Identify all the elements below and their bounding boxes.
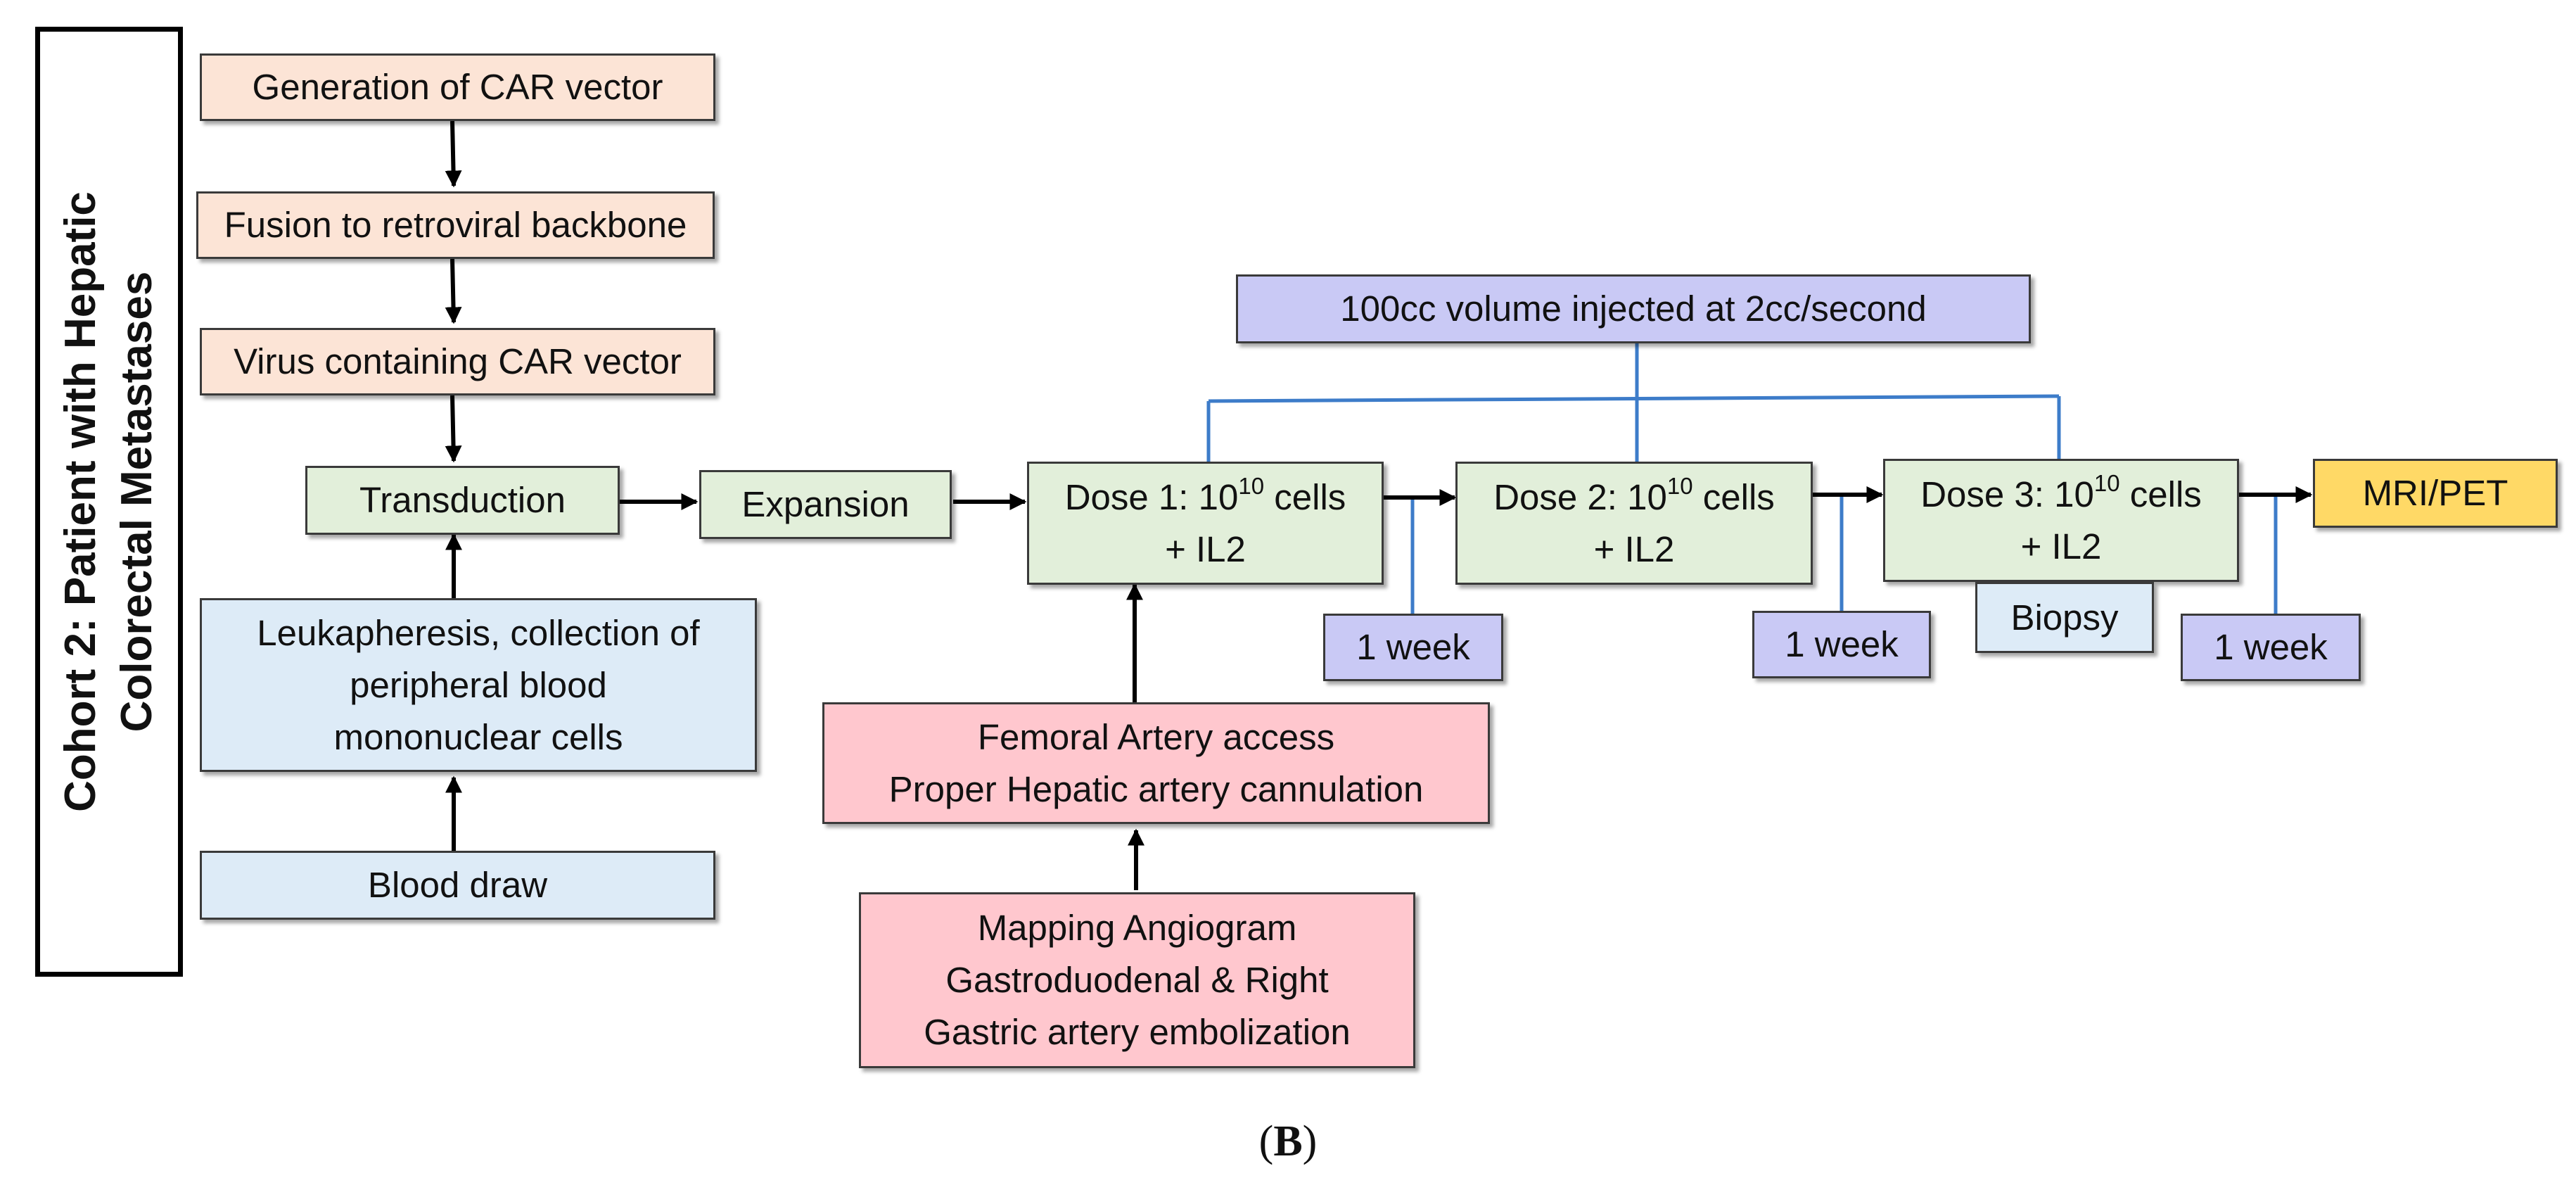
leukapheresis-box: Leukapheresis, collection of peripheral … — [200, 598, 757, 772]
dose1-prefix: Dose 1: 10 — [1064, 476, 1239, 517]
car-vector-label: Generation of CAR vector — [252, 67, 663, 107]
week-ticks — [1410, 495, 2278, 614]
dose2-line1: Dose 2: 1010 cells — [1493, 471, 1775, 524]
dose3-line2: + IL2 — [2020, 526, 2102, 566]
biopsy-box: Biopsy — [1975, 582, 2154, 653]
dose2-exponent: 10 — [1666, 472, 1693, 499]
expansion-box: Expansion — [699, 470, 952, 539]
flow-arrows — [445, 120, 2313, 890]
dose1-suffix: cells — [1264, 476, 1346, 517]
arrow-car-to-fusion — [445, 120, 462, 188]
week3-label: 1 week — [2214, 627, 2328, 667]
dose3-box: Dose 3: 1010 cells + IL2 — [1883, 459, 2239, 582]
caption-open: ( — [1258, 1117, 1274, 1165]
transduction-label: Transduction — [359, 480, 566, 520]
dose1-line1: Dose 1: 1010 cells — [1065, 471, 1346, 524]
week2-label: 1 week — [1785, 624, 1899, 664]
mapping-box: Mapping Angiogram Gastroduodenal & Right… — [859, 892, 1415, 1068]
dose3-prefix: Dose 3: 10 — [1920, 474, 2094, 514]
caption-letter: B — [1273, 1117, 1303, 1165]
week1-label: 1 week — [1356, 627, 1470, 667]
transduction-box: Transduction — [305, 466, 620, 535]
mapping-line1: Mapping Angiogram — [977, 908, 1297, 948]
fusion-box: Fusion to retroviral backbone — [196, 191, 715, 259]
dose3-exponent: 10 — [2093, 469, 2120, 496]
blood-draw-box: Blood draw — [200, 851, 715, 920]
expansion-label: Expansion — [741, 484, 910, 524]
cohort-label-box: Cohort 2: Patient with Hepatic Colorecta… — [35, 27, 183, 977]
leukapheresis-line2: peripheral blood — [350, 664, 607, 705]
mri-pet-box: MRI/PET — [2313, 459, 2558, 528]
dose1-exponent: 10 — [1238, 472, 1265, 499]
biopsy-label: Biopsy — [2010, 597, 2119, 638]
fusion-label: Fusion to retroviral backbone — [224, 205, 687, 245]
dose2-prefix: Dose 2: 10 — [1493, 476, 1667, 517]
car-vector-box: Generation of CAR vector — [200, 53, 715, 121]
dose2-box: Dose 2: 1010 cells + IL2 — [1455, 462, 1813, 585]
mri-pet-label: MRI/PET — [2362, 473, 2508, 513]
dose1-box: Dose 1: 1010 cells + IL2 — [1027, 462, 1384, 585]
dose3-line1: Dose 3: 1010 cells — [1920, 469, 2202, 521]
injection-volume-label: 100cc volume injected at 2cc/second — [1340, 289, 1927, 329]
arrow-virus-to-transduction — [445, 395, 462, 463]
arrow-fusion-to-virus — [445, 258, 462, 324]
caption-close: ) — [1302, 1117, 1318, 1165]
injection-bracket — [1206, 343, 2061, 462]
blood-draw-label: Blood draw — [367, 865, 548, 905]
femoral-line1: Femoral Artery access — [977, 716, 1335, 757]
virus-label: Virus containing CAR vector — [234, 341, 682, 381]
virus-box: Virus containing CAR vector — [200, 328, 715, 395]
dose1-line2: + IL2 — [1165, 528, 1246, 569]
dose3-suffix: cells — [2119, 474, 2202, 514]
leukapheresis-line1: Leukapheresis, collection of — [257, 612, 700, 653]
mapping-line3: Gastric artery embolization — [924, 1012, 1351, 1052]
week1-box: 1 week — [1323, 614, 1503, 681]
injection-volume-box: 100cc volume injected at 2cc/second — [1236, 274, 2031, 343]
mapping-line2: Gastroduodenal & Right — [945, 960, 1329, 1000]
dose2-suffix: cells — [1692, 476, 1775, 517]
leukapheresis-line3: mononuclear cells — [333, 716, 623, 757]
week3-box: 1 week — [2181, 614, 2361, 681]
femoral-box: Femoral Artery access Proper Hepatic art… — [822, 702, 1490, 824]
figure-caption: (B) — [0, 1113, 2576, 1170]
week2-box: 1 week — [1752, 611, 1931, 678]
femoral-line2: Proper Hepatic artery cannulation — [888, 768, 1424, 809]
dose2-line2: + IL2 — [1593, 528, 1675, 569]
